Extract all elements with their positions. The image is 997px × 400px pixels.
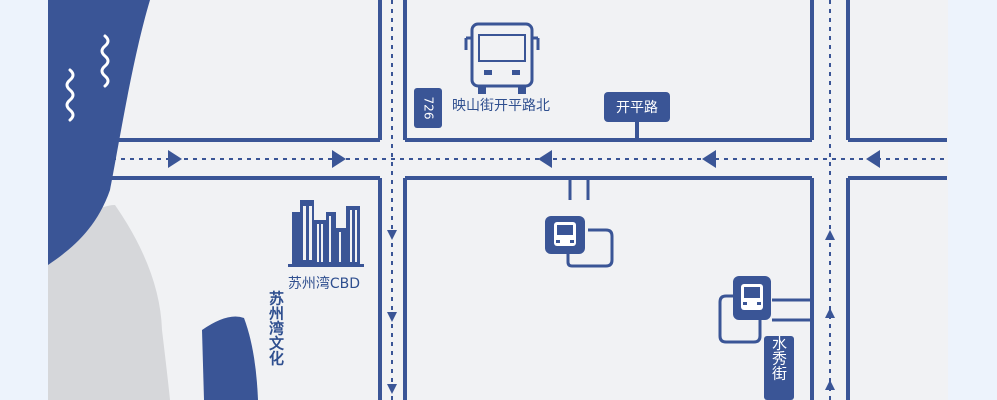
arrow-icon [168,150,880,394]
arrow-left-1 [538,150,552,168]
road-tag-kaiping-label: 开平路 [616,100,658,116]
roads [108,0,947,400]
arrow-up-3 [825,380,835,390]
arrow-down-3 [387,384,397,394]
cbd-label: 苏州湾CBD [288,275,360,292]
road-tag-shuixiu-label: 水秀街 [770,336,788,381]
arrow-up-2 [825,308,835,318]
arrow-up-1 [825,230,835,240]
bus-stop-marker-right [718,276,812,344]
grey-land-area [48,205,170,400]
wave-icon [65,34,110,122]
culture-center-label: 苏州湾文化 [267,290,285,366]
bus-icon [464,22,540,94]
river [48,0,150,265]
arrow-down-2 [387,312,397,322]
arrow-right-1 [168,150,182,168]
culture-center-building [202,316,258,400]
road-tag-shuixiu: 水秀街 [764,336,794,400]
bus-stop-name: 映山街开平路北 [452,98,550,114]
arrow-left-3 [866,150,880,168]
arrow-down-1 [387,230,397,240]
arrow-right-2 [332,150,346,168]
arrow-left-2 [702,150,716,168]
bus-stop-marker-center [545,178,614,268]
cbd-buildings-icon [288,200,364,267]
route-badge: 726 [414,88,442,128]
lane-markings [112,0,947,400]
road-tag-kaiping: 开平路 [604,92,670,140]
route-badge-label: 726 [422,97,436,120]
